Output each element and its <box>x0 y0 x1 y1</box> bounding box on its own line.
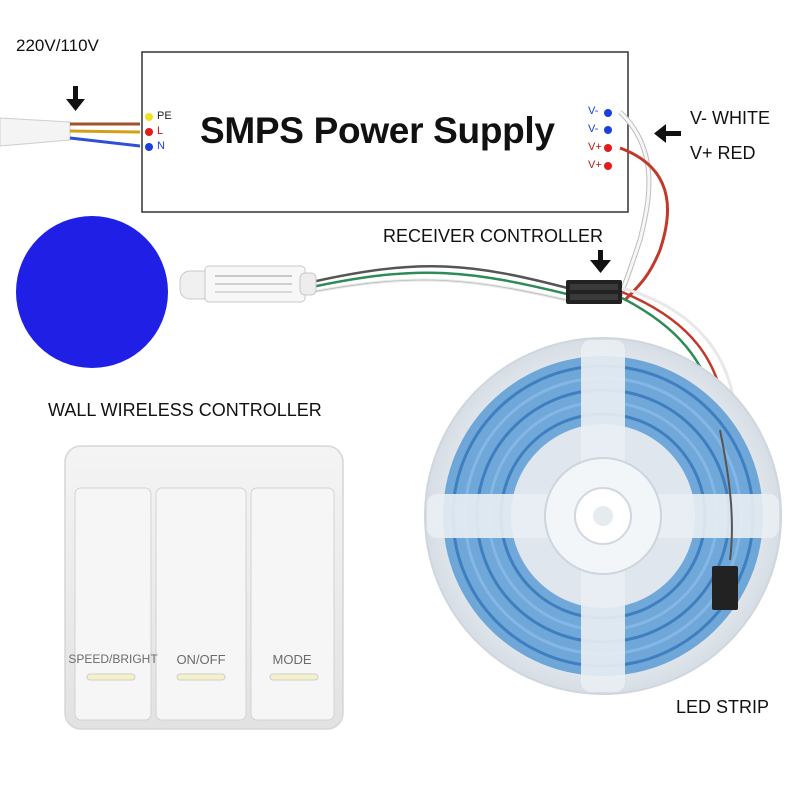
jst-connector <box>566 280 622 304</box>
output-positive-label: V+ RED <box>690 143 756 163</box>
power-supply-box <box>141 51 629 213</box>
input-voltage-label: 220V/110V <box>16 36 99 55</box>
terminal-v-minus-1-dot <box>604 109 612 117</box>
terminal-v-minus-2-dot <box>604 126 612 134</box>
output-arrow <box>654 124 681 143</box>
output-negative-label: V- WHITE <box>690 108 770 128</box>
wall-controller-label: WALL WIRELESS CONTROLLER <box>48 400 322 420</box>
mode-indicator <box>269 673 319 681</box>
light-color-preview <box>16 216 168 368</box>
terminal-v-minus-1-label: V- <box>588 105 599 117</box>
receiver-controller <box>179 265 317 303</box>
terminal-v-minus-2-label: V- <box>588 123 599 135</box>
on-off-indicator <box>176 673 226 681</box>
power-supply-title: SMPS Power Supply <box>200 110 555 151</box>
terminal-n-dot <box>145 143 153 151</box>
terminal-l-label: L <box>157 125 164 137</box>
terminal-l-dot <box>145 128 153 136</box>
mains-input-cable <box>0 117 141 148</box>
terminal-v-plus-1-dot <box>604 144 612 152</box>
input-arrow <box>66 86 85 111</box>
receiver-controller-label: RECEIVER CONTROLLER <box>383 226 604 246</box>
led-strip-reel <box>424 337 782 695</box>
output-wires <box>617 110 670 302</box>
mode-button-label: MODE <box>272 652 312 667</box>
on-off-button-label: ON/OFF <box>176 652 226 667</box>
led-strip-label: LED STRIP <box>676 697 770 717</box>
terminal-pe-dot <box>145 113 153 121</box>
terminal-n-label: N <box>157 140 165 152</box>
terminal-v-plus-2-label: V+ <box>588 159 602 171</box>
strip-end-connector <box>712 429 738 610</box>
speed-bright-button-label: SPEED/BRIGHT <box>68 652 158 666</box>
receiver-arrow <box>590 250 611 273</box>
receiver-controller-cable <box>311 265 576 304</box>
wall-switch-panel <box>64 445 344 730</box>
terminal-v-plus-2-dot <box>604 162 612 170</box>
terminal-v-plus-1-label: V+ <box>588 141 602 153</box>
speed-bright-indicator <box>86 673 136 681</box>
terminal-pe-label: PE <box>157 110 172 122</box>
